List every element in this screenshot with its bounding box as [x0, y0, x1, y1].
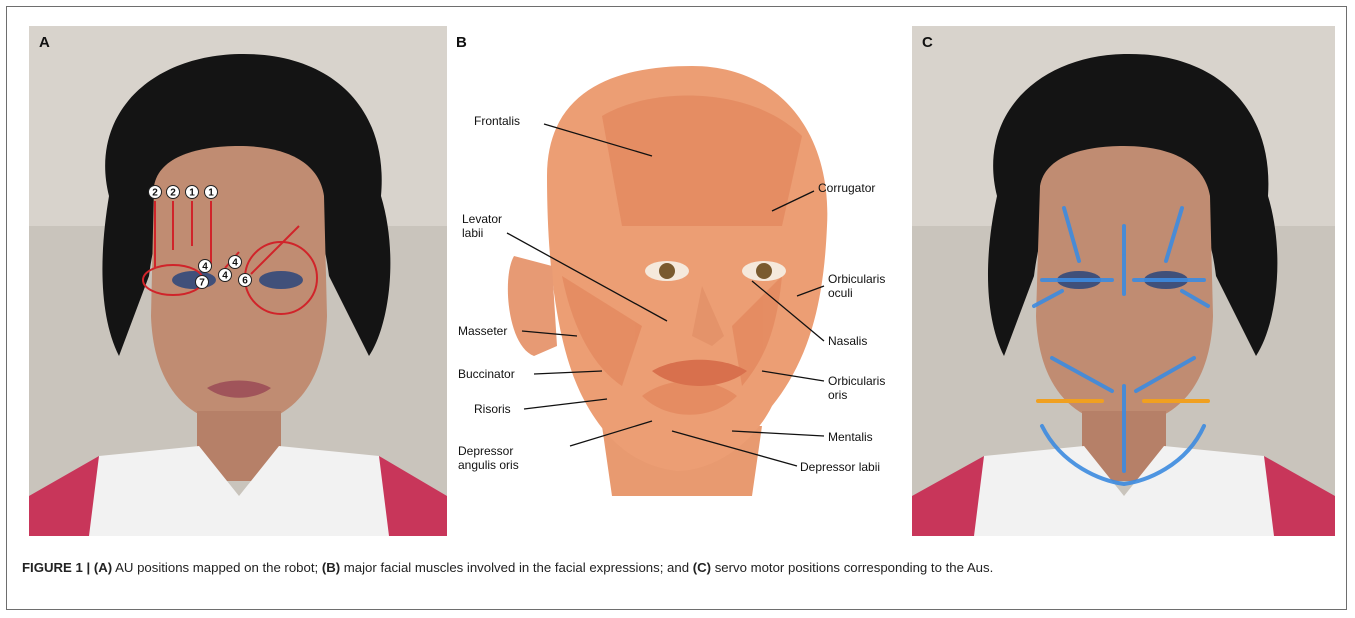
label-orbicularis-oris-line1: Orbicularis — [828, 374, 885, 388]
caption-a-text: AU positions mapped on the robot; — [112, 560, 322, 575]
au-marker: 1 — [205, 186, 218, 199]
au-marker: 6 — [239, 274, 252, 287]
au-marker: 2 — [167, 186, 180, 199]
panel-c-label: C — [922, 34, 933, 51]
label-buccinator: Buccinator — [458, 367, 515, 381]
label-levator-line1: Levator — [462, 212, 502, 226]
panel-a-robot-photo: 2 2 1 1 4 4 4 7 6 A — [29, 26, 447, 536]
label-levator-line2: labii — [462, 226, 483, 240]
au-marker: 4 — [219, 269, 232, 282]
svg-text:4: 4 — [222, 271, 228, 282]
svg-text:6: 6 — [242, 276, 248, 287]
au-marker: 4 — [229, 256, 242, 269]
robot-face-image: 2 2 1 1 4 4 4 7 6 — [29, 26, 447, 536]
panel-a-label: A — [39, 34, 50, 51]
au-marker: 1 — [186, 186, 199, 199]
caption-c-tag: (C) — [693, 560, 711, 575]
label-depressor-angulis-line1: Depressor — [458, 444, 513, 458]
label-corrugator: Corrugator — [818, 181, 875, 195]
svg-text:4: 4 — [202, 262, 208, 273]
au-marker: 4 — [199, 260, 212, 273]
label-orbicularis-oris-line2: oris — [828, 388, 847, 402]
panel-c-servo-photo: C — [912, 26, 1335, 536]
caption-b-text: major facial muscles involved in the fac… — [340, 560, 693, 575]
caption-a-tag: (A) — [94, 560, 112, 575]
label-risoris: Risoris — [474, 402, 511, 416]
svg-text:7: 7 — [199, 278, 205, 289]
caption-lead: FIGURE 1 | — [22, 560, 94, 575]
panel-b-label: B — [456, 34, 467, 51]
panel-b-muscle-illustration: B Frontalis Corrugator Levator labii Orb… — [452, 26, 906, 536]
figure-caption: FIGURE 1 | (A) AU positions mapped on th… — [22, 558, 1332, 577]
label-masseter: Masseter — [458, 324, 507, 338]
au-marker: 7 — [196, 276, 209, 289]
au-marker: 2 — [149, 186, 162, 199]
label-orbicularis-oculi-line2: oculi — [828, 286, 853, 300]
label-depressor-labii: Depressor labii — [800, 460, 880, 474]
servo-face-image — [912, 26, 1335, 536]
svg-text:2: 2 — [170, 188, 176, 199]
label-mentalis: Mentalis — [828, 430, 873, 444]
caption-c-text: servo motor positions corresponding to t… — [711, 560, 993, 575]
label-nasalis: Nasalis — [828, 334, 867, 348]
label-frontalis: Frontalis — [474, 114, 520, 128]
svg-text:1: 1 — [208, 188, 214, 199]
svg-text:1: 1 — [189, 188, 195, 199]
svg-text:2: 2 — [152, 188, 158, 199]
label-depressor-angulis-line2: angulis oris — [458, 458, 519, 472]
svg-text:4: 4 — [232, 258, 238, 269]
label-orbicularis-oculi-line1: Orbicularis — [828, 272, 885, 286]
caption-b-tag: (B) — [322, 560, 340, 575]
